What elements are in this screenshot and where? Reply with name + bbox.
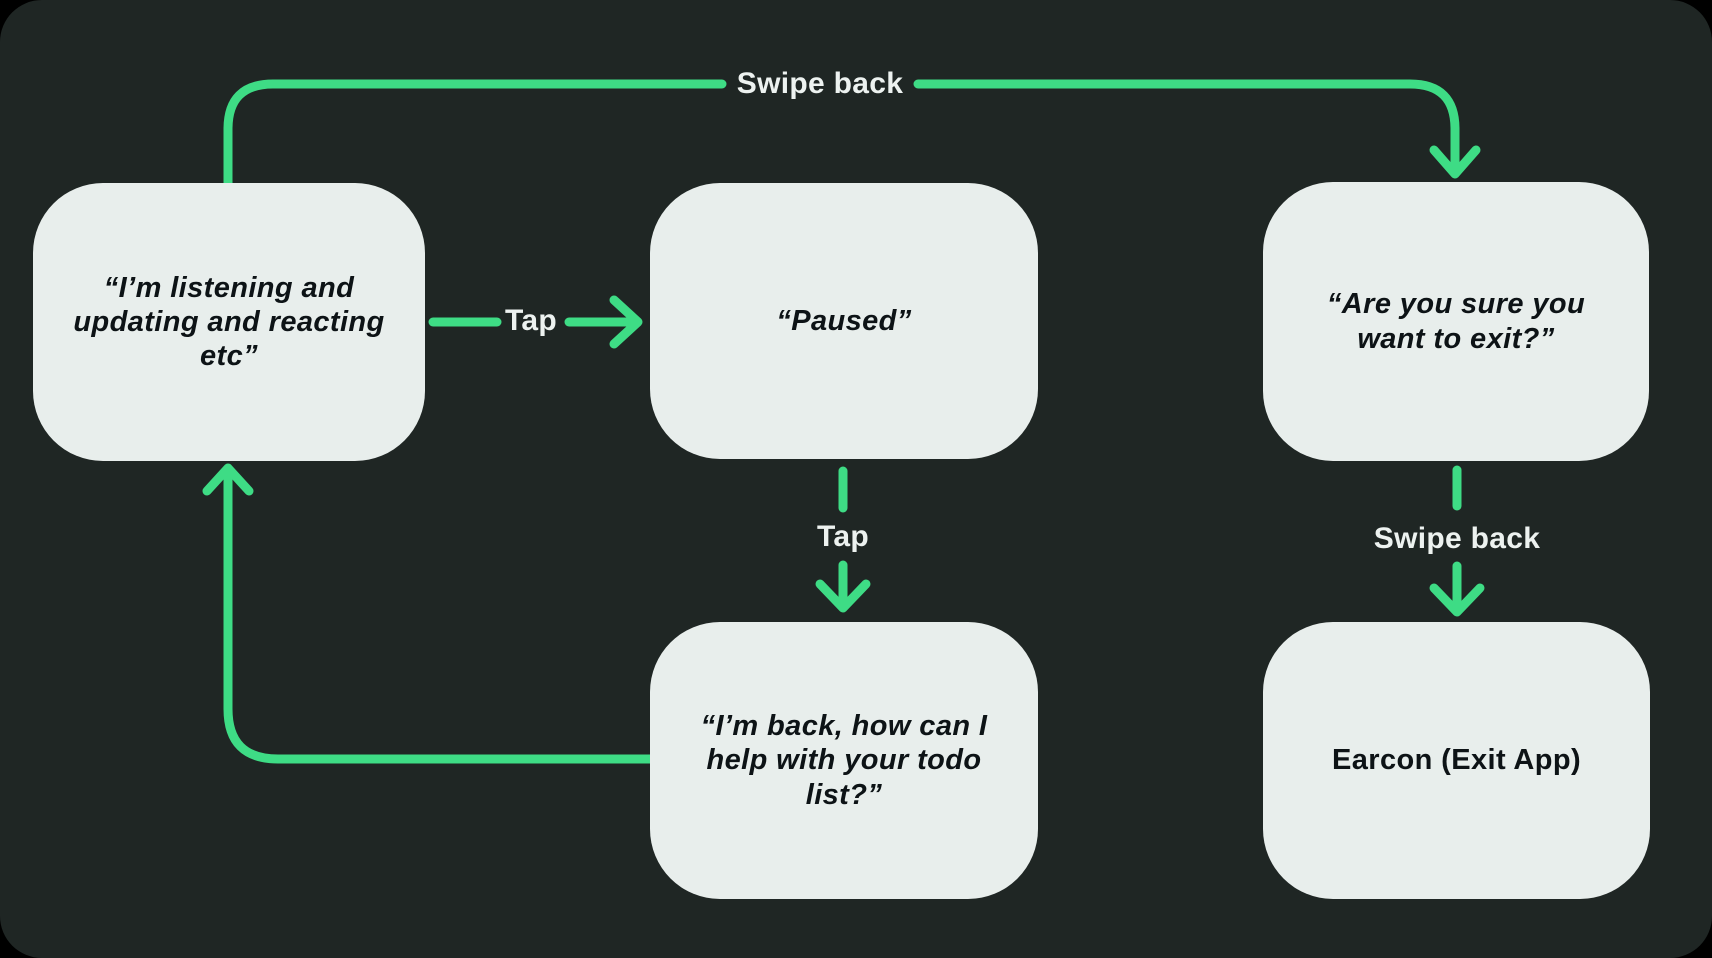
arrowhead-down-icon (1429, 583, 1485, 617)
edge-label-tap-down: Tap (816, 520, 870, 553)
node-listening: “I’m listening and updating and reacting… (33, 183, 425, 461)
node-earcon-text: Earcon (Exit App) (1331, 744, 1582, 777)
node-listening-text: “I’m listening and updating and reacting… (73, 271, 385, 373)
node-exit-confirm: “Are you sure you want to exit?” (1263, 182, 1649, 461)
arrowhead-right-icon (609, 295, 643, 349)
edge-swipe-back-top-right (913, 79, 1460, 173)
edge-swipe-back-top-left (223, 79, 727, 188)
edge-label-swipe-back-down: Swipe back (1373, 522, 1541, 555)
node-earcon: Earcon (Exit App) (1263, 622, 1650, 899)
edge-label-swipe-back-top: Swipe back (736, 67, 904, 100)
node-paused-text: “Paused” (776, 304, 912, 337)
node-back: “I’m back, how can I help with your todo… (650, 622, 1038, 899)
arrowhead-up-icon (202, 463, 254, 496)
node-paused: “Paused” (650, 183, 1038, 459)
arrowhead-down-icon (1429, 145, 1481, 179)
arrowhead-down-icon (815, 579, 871, 613)
edge-loop-return (223, 471, 655, 764)
node-exit-confirm-text: “Are you sure you want to exit?” (1326, 288, 1586, 355)
node-back-text: “I’m back, how can I help with your todo… (700, 710, 988, 811)
edge-label-tap-right: Tap (504, 304, 558, 337)
